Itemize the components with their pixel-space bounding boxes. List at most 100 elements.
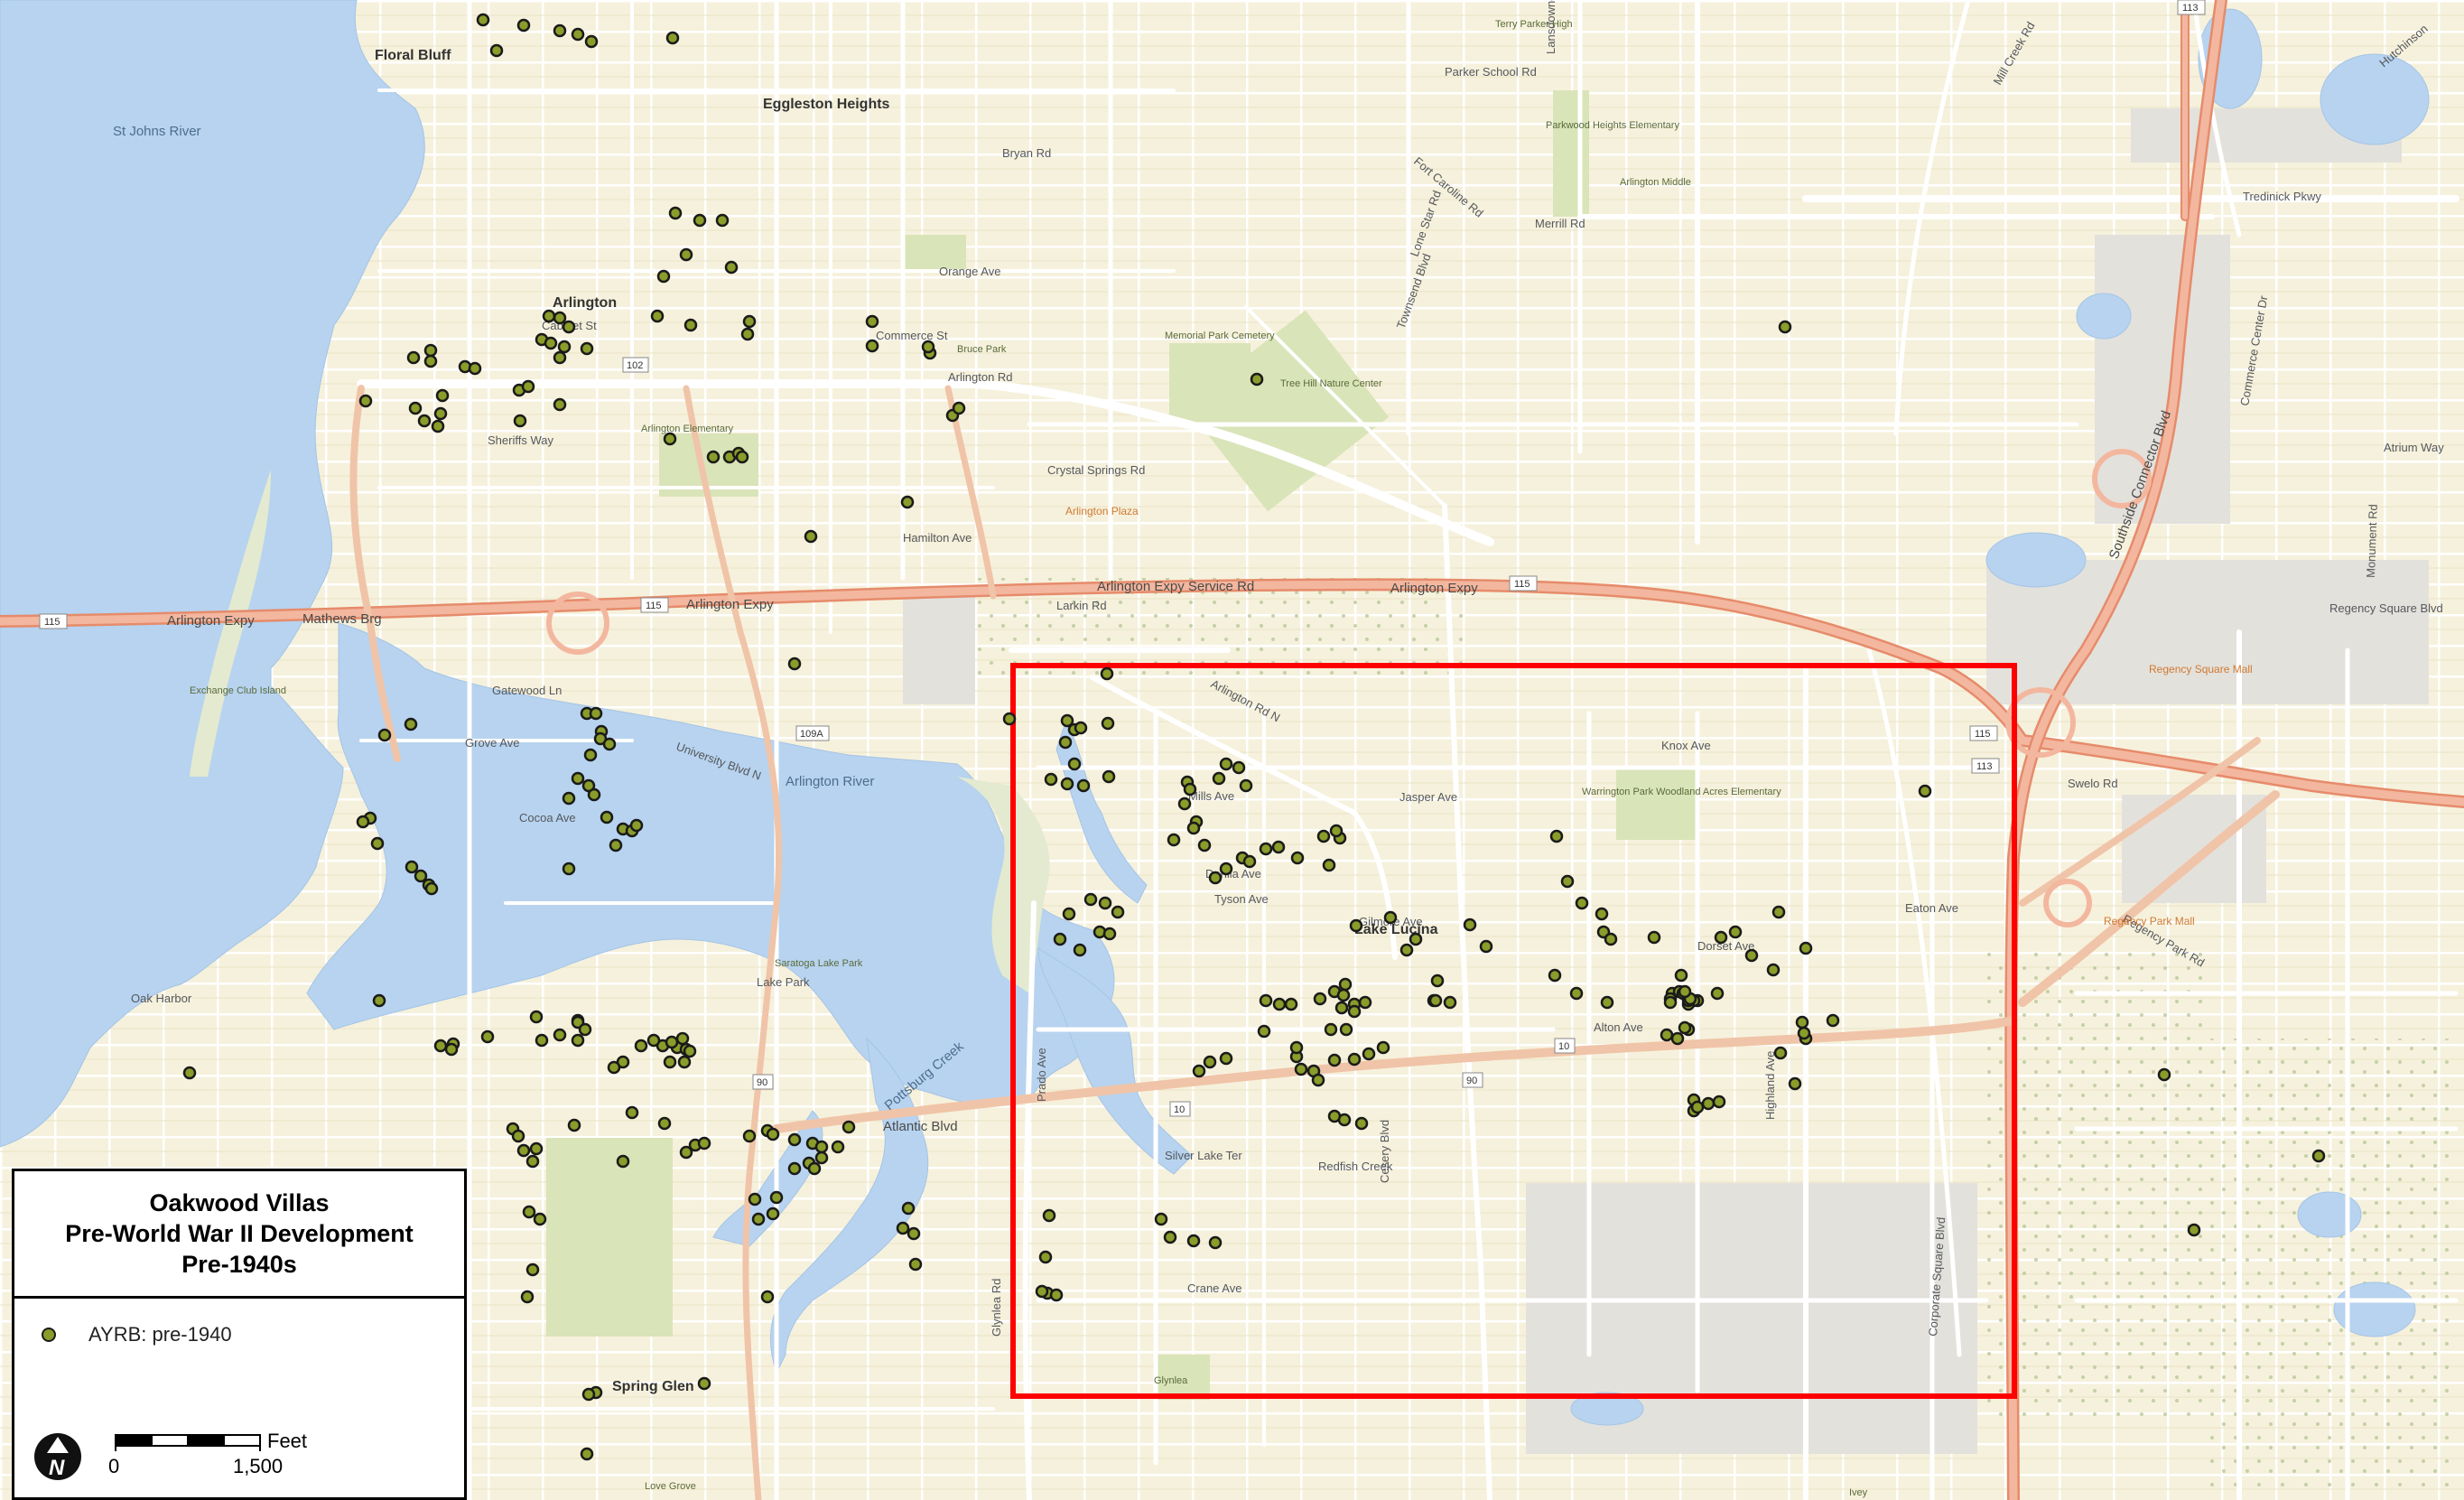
ayrb-point [587, 787, 601, 802]
ayrb-point [1712, 1095, 1726, 1109]
label-commerce-st: Commerce St [876, 329, 948, 342]
ayrb-point [735, 450, 749, 464]
ayrb-point [406, 350, 421, 365]
ayrb-point [431, 419, 445, 433]
ayrb-point [1219, 862, 1233, 876]
ayrb-point [553, 23, 567, 38]
interchanges [546, 449, 2152, 927]
ayrb-point [1918, 784, 1932, 798]
ayrb-point [742, 314, 757, 329]
ayrb-point [562, 791, 576, 806]
label-regency-square-blvd: Regency Square Blvd [2329, 601, 2443, 615]
ayrb-point [1549, 829, 1564, 843]
label-redfish-creek: Redfish Creek [1318, 1160, 1393, 1173]
ayrb-point [1102, 927, 1117, 941]
ayrb-point [529, 1010, 544, 1024]
ayrb-point [423, 343, 438, 358]
ayrb-point [901, 1201, 916, 1216]
ayrb-point [1795, 1015, 1809, 1030]
ayrb-point [544, 336, 558, 350]
label-arlington-expy-1: Arlington Expy [167, 613, 255, 629]
ayrb-point [668, 206, 683, 220]
ayrb-point [553, 397, 567, 412]
label-spring-glen: Spring Glen [612, 1379, 694, 1394]
ayrb-point [921, 340, 935, 354]
label-tyson-ave: Tyson Ave [1214, 892, 1269, 906]
legend-title-line-1: Oakwood Villas [149, 1189, 330, 1216]
label-larkin-rd: Larkin Rd [1056, 599, 1107, 612]
label-arlington-river: Arlington River [786, 774, 874, 789]
ayrb-point [697, 1376, 711, 1391]
north-arrow-icon: N [34, 1433, 81, 1480]
label-arlington-expy-service-rd: Arlington Expy Service Rd [1097, 579, 1254, 594]
legend-panel: Oakwood Villas Pre-World War II Developm… [12, 1169, 467, 1500]
north-letter: N [49, 1456, 65, 1480]
ayrb-point [377, 728, 392, 742]
ayrb-point [1183, 782, 1197, 797]
ayrb-point [742, 1129, 757, 1143]
ayrb-point [715, 213, 730, 228]
ayrb-point [1670, 1031, 1685, 1046]
ayrb-point [1060, 777, 1074, 791]
label-jasper-ave: Jasper Ave [1399, 790, 1457, 804]
ayrb-point [520, 1290, 535, 1304]
ayrb-point [663, 432, 677, 446]
ayrb-point [1663, 995, 1678, 1010]
ayrb-point [831, 1140, 845, 1154]
ayrb-point [683, 1044, 697, 1058]
svg-text:113: 113 [2182, 3, 2199, 14]
ayrb-point [1678, 1020, 1692, 1035]
label-parkwood-heights-elem: Parkwood Heights Elementary [1546, 120, 1679, 131]
ayrb-point [748, 1192, 762, 1207]
ayrb-point [1053, 932, 1067, 946]
ayrb-point [372, 993, 386, 1008]
ayrb-point [1799, 941, 1813, 955]
ayrb-point [535, 1033, 549, 1048]
ayrb-point [1349, 918, 1363, 933]
route-shields: 115 115 115 113 113 109A 10 10 90 90 102… [39, 0, 2206, 1117]
ayrb-point [1797, 1026, 1811, 1040]
ayrb-point [807, 1161, 822, 1176]
ayrb-point [516, 18, 531, 33]
label-arlington-middle: Arlington Middle [1620, 177, 1691, 188]
ayrb-point [404, 717, 418, 731]
ayrb-point [414, 869, 428, 883]
ayrb-point [1479, 939, 1493, 954]
ayrb-point [625, 1105, 639, 1120]
label-eggleston-heights: Eggleston Heights [763, 97, 890, 112]
ayrb-point [356, 815, 370, 829]
ayrb-point [511, 1129, 525, 1143]
label-knox-ave: Knox Ave [1661, 739, 1711, 752]
ayrb-point [1002, 712, 1017, 726]
ayrb-point [578, 1022, 592, 1037]
ayrb-point [609, 838, 623, 852]
ayrb-point [1186, 821, 1201, 835]
ayrb-point [521, 379, 535, 394]
ayrb-point [724, 260, 739, 275]
scale-start: 0 [108, 1455, 119, 1477]
ayrb-point [1076, 778, 1091, 793]
label-arlington: Arlington [553, 295, 617, 311]
ayrb-point [1674, 968, 1688, 983]
ayrb-point [1219, 1051, 1233, 1066]
label-arlington-expy-2: Arlington Expy [686, 597, 774, 612]
ayrb-point [1035, 1284, 1049, 1299]
ayrb-point [1778, 320, 1792, 334]
ayrb-point [1250, 372, 1264, 387]
label-orange-ave: Orange Ave [939, 265, 1000, 278]
ayrb-point [1192, 1064, 1206, 1078]
ayrb-point [607, 1060, 621, 1075]
ayrb-point [2311, 1149, 2326, 1163]
ayrb-point [600, 810, 614, 825]
ayrb-point [424, 881, 439, 896]
marsh [957, 777, 1050, 993]
ayrb-point [1208, 871, 1223, 885]
svg-text:115: 115 [646, 601, 662, 611]
ayrb-point [657, 1116, 672, 1131]
ayrb-point [553, 1028, 567, 1042]
ayrb-point [553, 311, 567, 325]
ayrb-point [513, 414, 527, 428]
label-mills-ave: Mills Ave [1188, 789, 1234, 803]
ayrb-point [766, 1207, 780, 1221]
ayrb-point [1289, 1040, 1304, 1055]
